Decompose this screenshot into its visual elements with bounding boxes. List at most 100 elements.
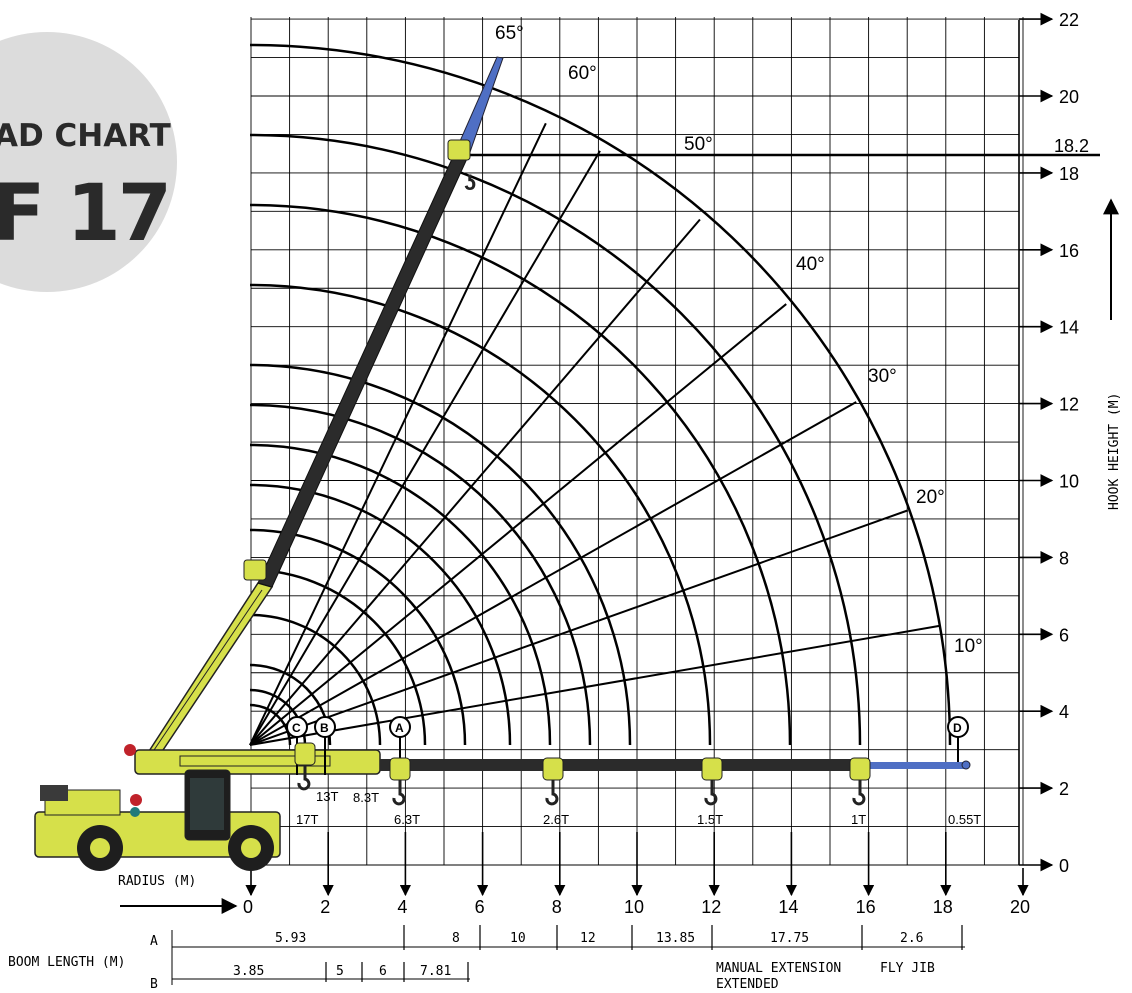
extended-label: EXTENDED: [716, 977, 779, 992]
badge-line1: AD CHART: [0, 118, 171, 154]
hook-icon: [392, 780, 406, 806]
row-a-17-75: 17.75: [770, 931, 809, 946]
warning-light: [130, 794, 142, 806]
row-b-3-85: 3.85: [233, 964, 264, 979]
x-tick-label: 20: [1010, 897, 1030, 917]
boom-length-label: BOOM LENGTH (M): [8, 955, 125, 970]
crane-carrier: [34, 744, 281, 871]
row-a-10: 10: [510, 931, 526, 946]
angle-line-20: [249, 509, 909, 746]
angle-line-65: [249, 122, 547, 746]
angle-label-10: 10°: [954, 636, 983, 657]
boom-length-arc: [249, 133, 862, 746]
y-tick-label: 0: [1059, 856, 1069, 876]
max-height-label: 18.2: [1054, 136, 1089, 156]
hook-icon: [545, 780, 559, 806]
boom-length-arc: [249, 528, 467, 746]
config-c-label: C: [292, 721, 301, 735]
y-tick-label: 2: [1059, 779, 1069, 799]
row-b-label: B: [150, 977, 158, 992]
hook-block: [389, 757, 411, 781]
hook-icon: [297, 765, 311, 791]
hook-block: [294, 742, 316, 766]
row-b-6: 6: [379, 964, 387, 979]
y-tick-label: 6: [1059, 625, 1069, 645]
warning-light-top: [124, 744, 136, 756]
angle-line-50: [249, 218, 701, 746]
boom-head-block: [447, 139, 471, 161]
capacity-c-lift: 13T: [316, 789, 338, 804]
capacity-d-rated: 0.55T: [948, 812, 981, 827]
x-tick-label: 8: [552, 897, 562, 917]
x-tick-label: 2: [320, 897, 330, 917]
config-d-label: D: [953, 721, 962, 735]
boom-length-table: BOOM LENGTH (M) A B 5.93 8 10 12 13.85 1…: [8, 925, 965, 992]
angle-label-20: 20°: [916, 487, 945, 508]
boom-length-arc: [249, 568, 427, 746]
row-a-8: 8: [452, 931, 460, 946]
boom-extension-arcs: [249, 43, 952, 746]
exhaust: [40, 785, 68, 801]
fly-jib-label: FLY JIB: [880, 961, 935, 976]
x-tick-label: 12: [701, 897, 721, 917]
x-axis-label: RADIUS (M): [118, 874, 196, 889]
x-tick-label: 14: [778, 897, 798, 917]
hook-icon: [852, 780, 866, 806]
badge-circle: [0, 32, 177, 292]
capacity-8m: 2.6T: [543, 812, 569, 827]
boom-length-arc: [249, 613, 382, 746]
y-tick-label: 14: [1059, 318, 1079, 338]
cab-window: [190, 778, 224, 830]
badge-line2: F 17: [0, 169, 169, 259]
crane-boom: ʖ: [140, 56, 504, 763]
row-b-5: 5: [336, 964, 344, 979]
hook-icon: ʖ: [464, 170, 476, 195]
boom-length-arc: [249, 283, 712, 746]
boom-length-arc: [249, 403, 592, 746]
config-b-label: B: [320, 721, 329, 735]
y-tick-label: 16: [1059, 241, 1079, 261]
capacity-c-rated: 17T: [296, 812, 318, 827]
y-axis-label: HOOK HEIGHT (M): [1107, 393, 1122, 510]
grid: [250, 17, 1024, 866]
angle-label-60: 60°: [568, 63, 597, 84]
boom-config-markers: C B A D: [286, 716, 969, 775]
angle-line-30: [249, 401, 857, 746]
row-b-7-81: 7.81: [420, 964, 451, 979]
angle-line-40: [249, 303, 787, 746]
horizontal-boom: [134, 749, 971, 775]
capacity-12m: 1.5T: [697, 812, 723, 827]
boom-length-dividers: [325, 925, 963, 982]
angle-labels: 65° 60° 50° 40° 30° 20° 10°: [495, 23, 983, 657]
x-tick-label: 16: [856, 897, 876, 917]
boom-mid-block: [243, 559, 267, 581]
fly-jib-horizontal: [860, 762, 968, 769]
angle-line-10: [249, 624, 940, 746]
row-a-5-93: 5.93: [275, 931, 306, 946]
y-tick-label: 4: [1059, 702, 1069, 722]
x-tick-label: 10: [624, 897, 644, 917]
angle-label-50: 50°: [684, 134, 713, 155]
y-tick-label: 20: [1059, 87, 1079, 107]
y-tick-label: 10: [1059, 472, 1079, 492]
config-a-label: A: [395, 721, 404, 735]
side-light: [130, 807, 140, 817]
hooks: [294, 742, 871, 806]
y-tick-label: 12: [1059, 395, 1079, 415]
boom-horizontal-base: [134, 749, 381, 775]
y-tick-label: 8: [1059, 548, 1069, 568]
x-tick-label: 0: [243, 897, 253, 917]
y-tick-label: 22: [1059, 10, 1079, 30]
title-badge: AD CHART F 17: [0, 32, 177, 292]
x-tick-label: 4: [397, 897, 407, 917]
row-a-13-85: 13.85: [656, 931, 695, 946]
boom-length-arc: [249, 203, 792, 746]
angle-label-40: 40°: [796, 254, 825, 275]
angle-line-60: [249, 150, 601, 746]
